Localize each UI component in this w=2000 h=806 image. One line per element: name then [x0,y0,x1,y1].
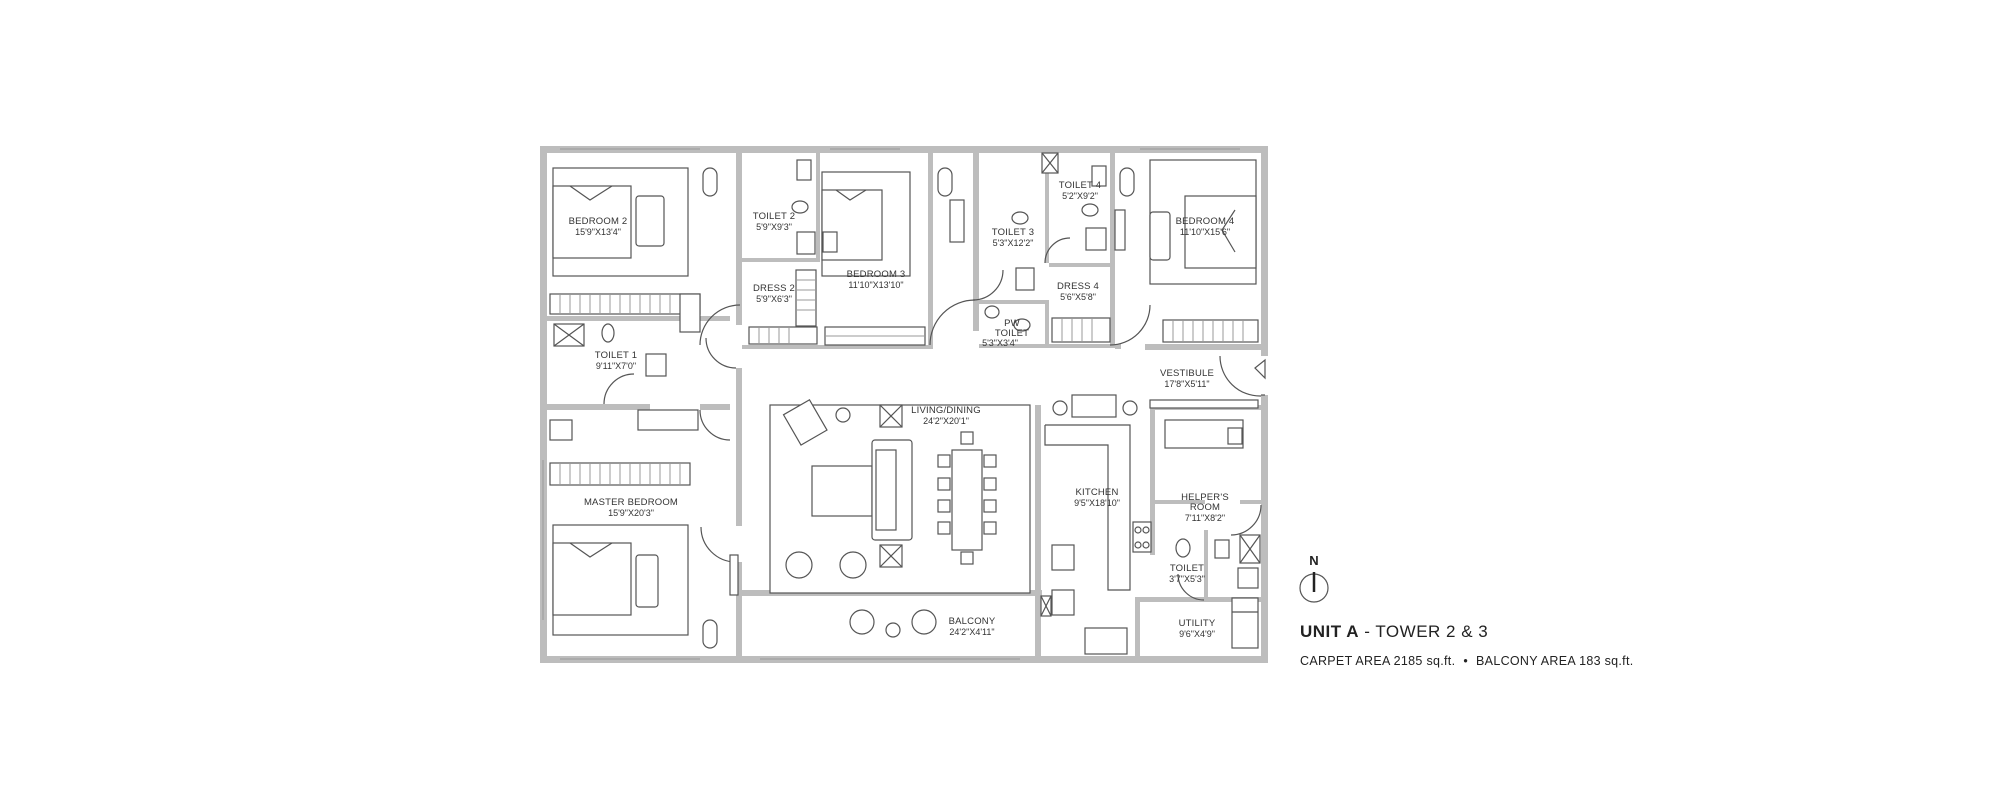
north-label: N [1309,553,1318,568]
area-summary: CARPET AREA 2185 sq.ft. • BALCONY AREA 183… [1300,654,1634,668]
room-name-bedroom-4: BEDROOM 4 [1176,216,1235,227]
room-name-toilet-1: TOILET 1 [595,350,637,361]
room-name-pw-toilet: TOILET [995,328,1029,339]
room-name-balcony: BALCONY [949,616,996,627]
bullet-separator: • [1463,654,1469,668]
room-name-toilet-4: TOILET 4 [1059,180,1101,191]
room-dims-utility: 9'6"X4'9" [1179,629,1215,639]
room-dims-kitchen: 9'5"X18'10" [1074,498,1120,508]
room-dims-toilet-2: 5'9"X9'3" [756,222,792,232]
entry-arrow-icon [1254,358,1266,380]
windows [542,148,1240,660]
room-name-dress-2: DRESS 2 [753,283,795,294]
room-name-helpers-room: ROOM [1190,502,1220,513]
room-dims-master-bedroom: 15'9"X20'3" [608,508,654,518]
balcony-area: BALCONY AREA 183 sq.ft. [1476,654,1634,668]
doors [603,237,1265,601]
room-name-kitchen: KITCHEN [1075,487,1118,498]
carpet-area: CARPET AREA 2185 sq.ft. [1300,654,1456,668]
furniture [549,152,1261,655]
unit-title: UNIT A - TOWER 2 & 3 [1300,622,1488,642]
room-name-utility: UTILITY [1179,618,1216,629]
room-name-toilet-helper: TOILET [1170,563,1204,574]
room-name-toilet-2: TOILET 2 [753,211,795,222]
room-dims-balcony: 24'2"X4'11" [949,627,994,637]
room-name-living-dining: LIVING/DINING [911,405,981,416]
room-dims-vestibule: 17'8"X5'11" [1164,379,1209,389]
room-dims-toilet-3: 5'3"X12'2" [993,238,1034,248]
room-name-dress-4: DRESS 4 [1057,281,1099,292]
room-name-bedroom-2: BEDROOM 2 [569,216,628,227]
room-dims-toilet-helper: 3'7"X5'3" [1169,574,1205,584]
room-name-helpers: HELPER'S [1181,492,1229,503]
room-dims-bedroom-4: 11'10"X15'6" [1180,227,1230,237]
unit-tower: TOWER 2 & 3 [1375,622,1489,641]
room-name-bedroom-3: BEDROOM 3 [847,269,906,280]
room-dims-bedroom-2: 15'9"X13'4" [575,227,621,237]
room-name-master-bedroom: MASTER BEDROOM [584,497,678,508]
room-dims-bedroom-3: 11'10"X13'10" [848,280,903,290]
unit-name: UNIT A [1300,622,1360,641]
room-labels: BEDROOM 2 15'9"X13'4" TOILET 2 5'9"X9'3"… [569,180,1235,639]
room-dims-dress-4: 5'6"X5'8" [1060,292,1096,302]
room-dims-living-dining: 24'2"X20'1" [923,416,969,426]
north-arrow-icon: N [1299,553,1329,603]
room-name-vestibule: VESTIBULE [1160,368,1214,379]
room-dims-toilet-4: 5'2"X9'2" [1062,191,1098,201]
room-dims-pw-toilet: 5'3"X3'4" [982,338,1018,348]
room-dims-dress-2: 5'9"X6'3" [756,294,792,304]
room-dims-helpers-room: 7'11"X8'2" [1185,513,1225,523]
room-dims-toilet-1: 9'11"X7'0" [596,361,636,371]
room-name-toilet-3: TOILET 3 [992,227,1034,238]
unit-separator: - [1359,622,1376,641]
room-name-pw: PW [1004,318,1020,329]
